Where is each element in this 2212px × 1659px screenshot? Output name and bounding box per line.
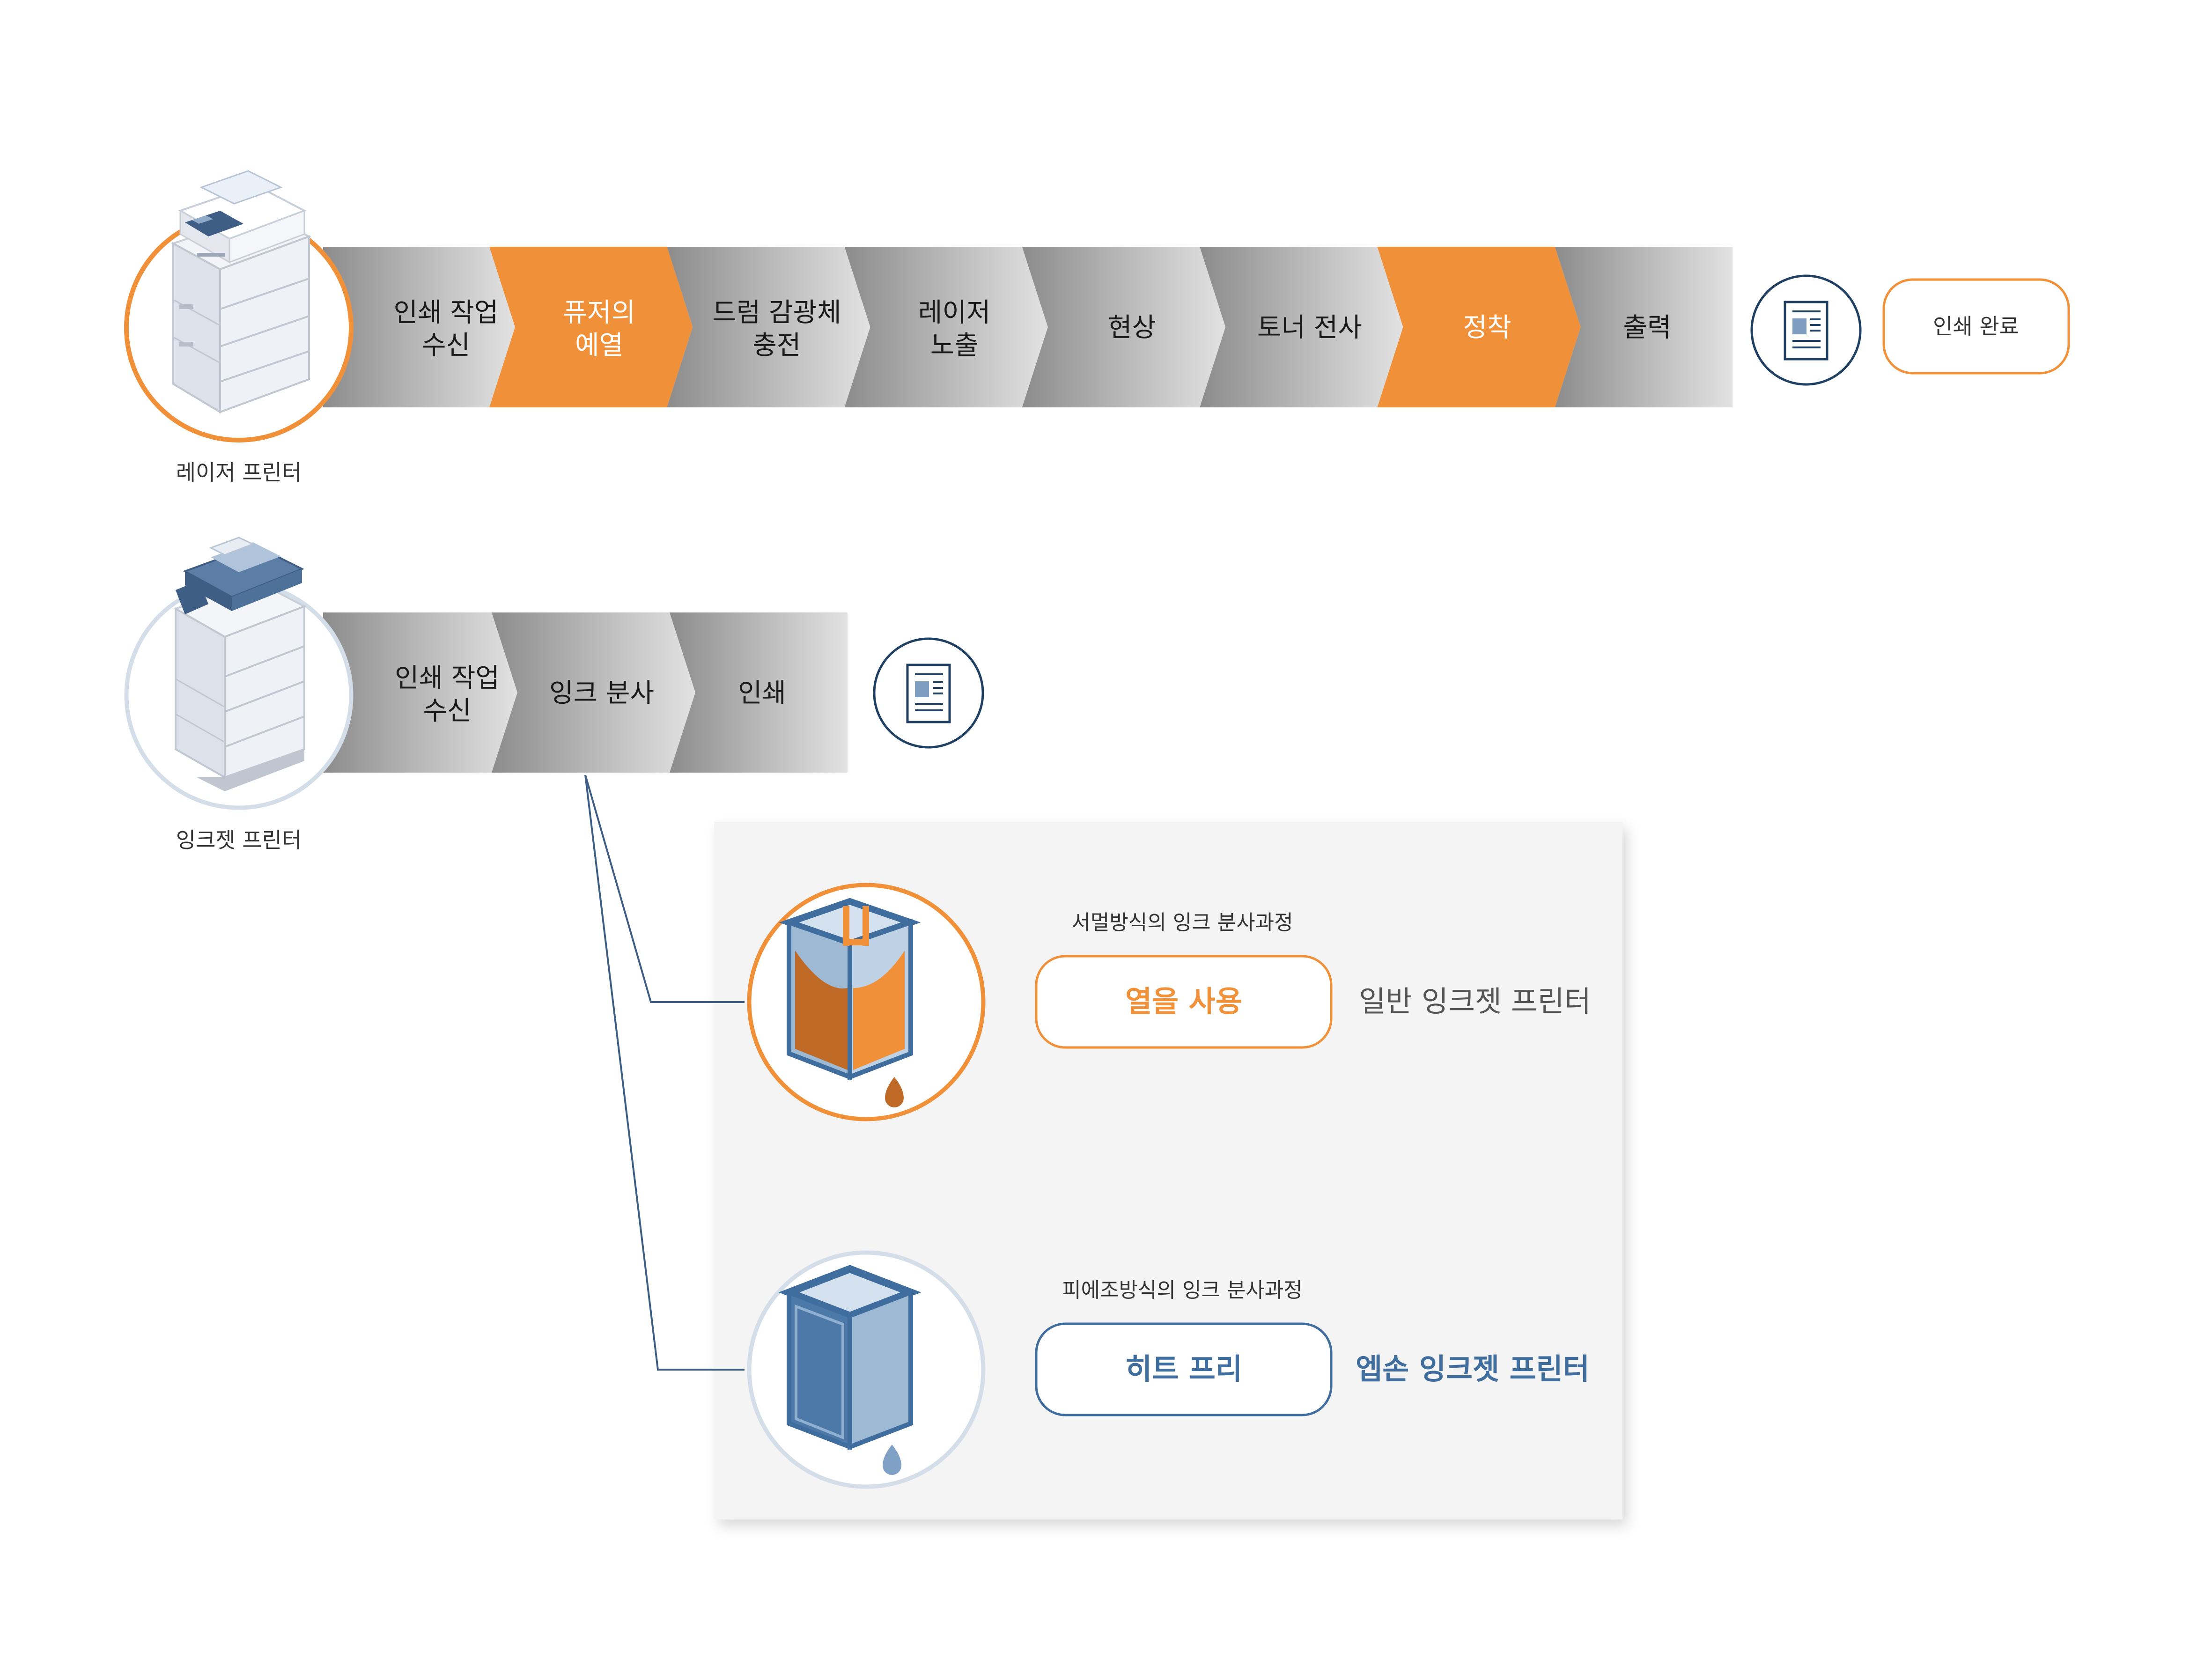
thermal-ink-chamber-icon bbox=[779, 898, 921, 1107]
step-label-line2: 수신 bbox=[422, 331, 470, 361]
step-label-line1: 인쇄 bbox=[738, 678, 786, 708]
ink-ejection-detail-panel: 서멀방식의 잉크 분사과정 열을 사용 일반 잉크젯 프린터 피에조방식의 잉크… bbox=[584, 774, 1622, 1519]
step-chevron bbox=[670, 612, 848, 773]
step-label-line1: 드럼 감광체 bbox=[712, 298, 841, 328]
piezo-method-badge-label: 히트 프리 bbox=[1125, 1352, 1242, 1386]
inkjet-printer-label: 잉크젯 프린터 bbox=[176, 827, 302, 853]
step-label-line1: 출력 bbox=[1623, 313, 1671, 343]
step-chevron bbox=[492, 612, 695, 773]
print-complete-label: 인쇄 완료 bbox=[1933, 314, 2019, 339]
step-label-line1: 정착 bbox=[1463, 313, 1512, 343]
step-label-line1: 토너 전사 bbox=[1257, 313, 1362, 343]
piezo-ink-chamber-icon bbox=[778, 1265, 922, 1475]
step-label-line1: 잉크 분사 bbox=[549, 678, 654, 708]
step-label-line2: 노출 bbox=[930, 331, 979, 361]
laser-printer-icon bbox=[171, 170, 312, 414]
thermal-method: 서멀방식의 잉크 분사과정 열을 사용 일반 잉크젯 프린터 bbox=[747, 883, 1591, 1121]
step-label-line2: 예열 bbox=[575, 331, 623, 361]
document-icon bbox=[1784, 301, 1829, 361]
thermal-method-result: 일반 잉크젯 프린터 bbox=[1359, 984, 1591, 1018]
thermal-method-badge bbox=[1035, 955, 1333, 1049]
step-label-line1: 현상 bbox=[1108, 313, 1156, 343]
step-label-line2: 충전 bbox=[752, 331, 801, 361]
step-label-line2: 수신 bbox=[423, 696, 471, 726]
piezo-method: 피에조방식의 잉크 분사과정 히트 프리 엡손 잉크젯 프린터 bbox=[747, 1250, 1590, 1489]
step-label-line1: 레이저 bbox=[918, 298, 991, 328]
step-label-line1: 인쇄 작업 bbox=[395, 663, 500, 693]
step-chevron bbox=[1377, 247, 1581, 407]
step-chevron bbox=[1200, 247, 1403, 407]
piezo-method-badge bbox=[1035, 1322, 1333, 1416]
piezo-connector-line bbox=[584, 774, 745, 1371]
thermal-method-caption: 서멀방식의 잉크 분사과정 bbox=[1071, 911, 1293, 935]
laser-printer-label: 레이저 프린터 bbox=[176, 460, 302, 485]
thermal-connector-line bbox=[584, 774, 745, 1003]
step-label-line1: 퓨저의 bbox=[563, 298, 635, 328]
piezo-method-caption: 피에조방식의 잉크 분사과정 bbox=[1062, 1278, 1303, 1302]
step-chevron bbox=[667, 247, 870, 407]
step-chevron bbox=[489, 247, 693, 407]
step-chevron bbox=[844, 247, 1048, 407]
step-chevron bbox=[1555, 247, 1733, 407]
step-chevron bbox=[323, 247, 515, 407]
print-complete-badge bbox=[1882, 278, 2070, 375]
step-label-line1: 인쇄 작업 bbox=[394, 298, 499, 328]
step-chevron bbox=[323, 612, 517, 773]
document-icon bbox=[906, 664, 951, 723]
step-chevron bbox=[1022, 247, 1226, 407]
inkjet-printer-icon bbox=[173, 537, 307, 791]
thermal-method-badge-label: 열을 사용 bbox=[1125, 984, 1242, 1018]
piezo-method-result: 엡손 잉크젯 프린터 bbox=[1356, 1352, 1590, 1386]
